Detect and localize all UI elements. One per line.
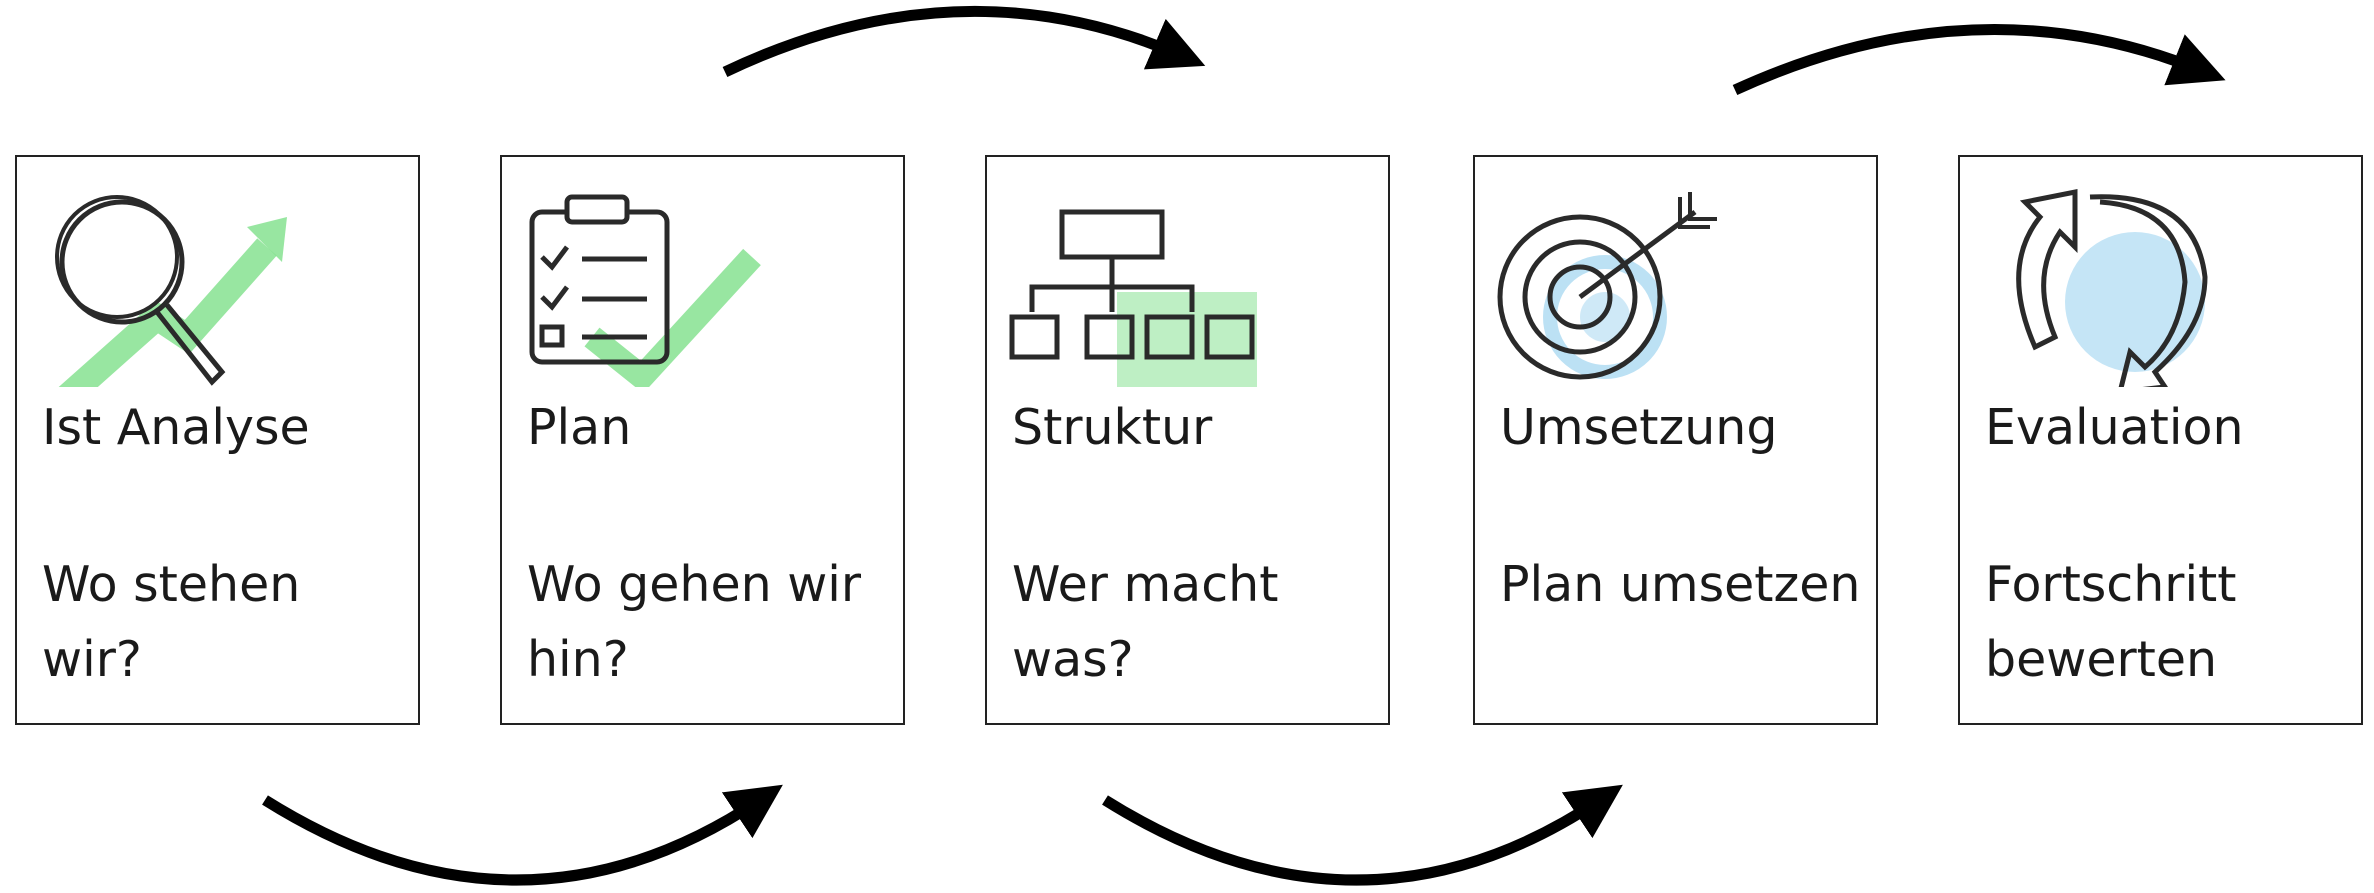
step-question: Plan umsetzen [1500, 556, 1861, 613]
step-title: Umsetzung [1500, 399, 1778, 456]
cycle-arrows-icon [2016, 188, 2208, 387]
arrow-2-to-3 [722, 5, 1206, 77]
clipboard-checklist-icon [529, 194, 761, 387]
arrow-4-to-5 [1732, 24, 2226, 96]
step-title: Plan [527, 399, 632, 456]
step-question: Fortschritt bewerten [1985, 556, 2237, 688]
arrow-3-to-4 [1102, 784, 1623, 886]
step-question: Wo stehen wir? [42, 556, 301, 688]
step-card-evaluation: Evaluation Fortschritt bewerten [1958, 155, 2363, 725]
step-question: Wer macht was? [1012, 556, 1279, 688]
magnifier-icon [55, 195, 287, 387]
step-title: Ist Analyse [42, 399, 310, 456]
step-card-umsetzung: Umsetzung Plan umsetzen [1473, 155, 1878, 725]
step-title: Evaluation [1985, 399, 2244, 456]
target-arrow-icon [1497, 192, 1717, 380]
org-chart-icon [1009, 209, 1257, 387]
step-question: Wo gehen wir hin? [527, 556, 862, 688]
step-card-struktur: Struktur Wer macht was? [985, 155, 1390, 725]
step-card-ist-analyse: Ist Analyse Wo stehen wir? [15, 155, 420, 725]
arrow-1-to-2 [262, 784, 783, 886]
step-card-plan: Plan Wo gehen wir hin? [500, 155, 905, 725]
step-title: Struktur [1012, 399, 1213, 456]
